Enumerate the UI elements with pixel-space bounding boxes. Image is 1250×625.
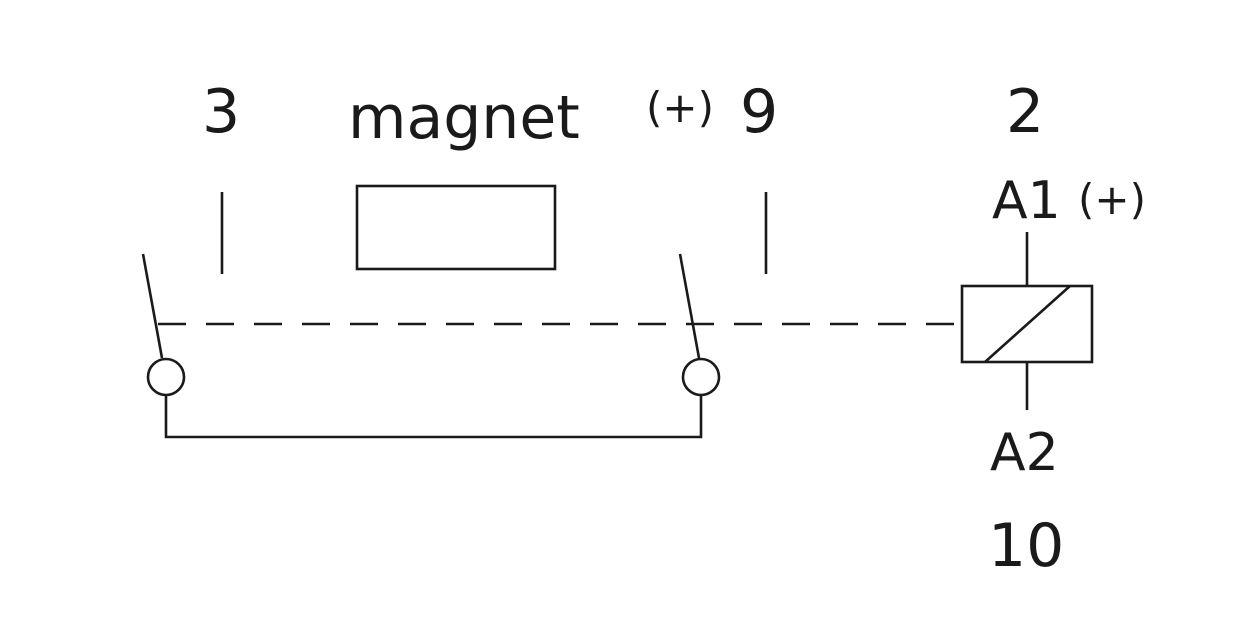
magnet-label: magnet [348, 83, 580, 153]
plus-left-label: (+) [646, 83, 714, 132]
plus-right-label: (+) [1078, 175, 1146, 224]
right-contact-blade [678, 253, 701, 359]
right-contact-terminal [681, 357, 721, 397]
magnet-box [355, 184, 557, 271]
contact-bridge-wire [164, 395, 703, 439]
coil-a1-label: A1 [992, 171, 1061, 231]
coil-a2-label: A2 [990, 423, 1059, 483]
left-contact-terminal [146, 357, 186, 397]
terminal-3-label: 3 [202, 77, 240, 147]
left-contact-blade [141, 253, 164, 359]
terminal-2-label: 2 [1006, 77, 1044, 147]
terminal-10-label: 10 [988, 511, 1064, 581]
terminal-9-label: 9 [740, 77, 778, 147]
coil-diagonal [984, 285, 1071, 363]
